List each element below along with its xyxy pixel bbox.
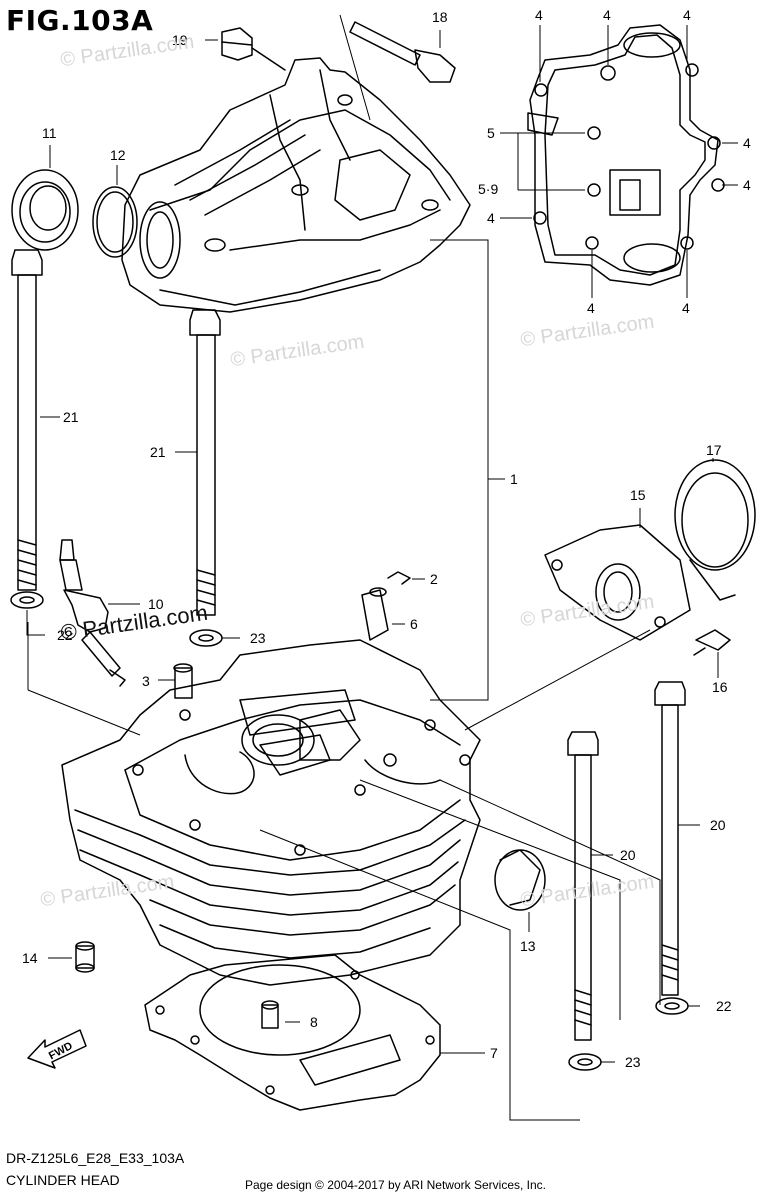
callout-labels: 19 18 11 12 4 4 4 5 5·9 4 4 4 4 4 21 21 … bbox=[22, 7, 751, 1070]
callout-11: 11 bbox=[42, 125, 57, 141]
spark-plug-10 bbox=[59, 539, 126, 687]
callout-3: 3 bbox=[142, 673, 150, 689]
callout-18: 18 bbox=[432, 9, 448, 25]
callout-15: 15 bbox=[630, 487, 646, 503]
callout-6: 6 bbox=[410, 616, 418, 632]
callout-13: 13 bbox=[520, 938, 536, 954]
cap-11-and-oring-12 bbox=[11, 169, 138, 258]
callout-14: 14 bbox=[22, 950, 38, 966]
washer-22-right bbox=[655, 997, 689, 1015]
washer-23-right bbox=[568, 1053, 602, 1071]
clip-2 bbox=[387, 571, 411, 585]
callout-1: 1 bbox=[510, 471, 518, 487]
callout-22b: 22 bbox=[716, 998, 732, 1014]
callout-4e: 4 bbox=[743, 135, 751, 151]
dowel-pin-14 bbox=[75, 941, 95, 973]
head-cover-gasket bbox=[527, 24, 725, 286]
callout-20a: 20 bbox=[710, 817, 726, 833]
cylinder-head-gasket-7 bbox=[144, 954, 441, 1111]
callout-16: 16 bbox=[712, 679, 728, 695]
stud-bolt-21-left bbox=[11, 249, 43, 591]
cylinder-head-cover bbox=[121, 57, 471, 313]
callout-22a: 22 bbox=[57, 627, 73, 643]
figure-title: FIG.103A bbox=[6, 4, 154, 37]
model-code: DR-Z125L6_E28_E33_103A bbox=[6, 1150, 185, 1166]
callout-23a: 23 bbox=[250, 630, 266, 646]
callout-5: 5 bbox=[487, 125, 495, 141]
dowel-pin-3 bbox=[174, 667, 193, 699]
callout-20b: 20 bbox=[620, 847, 636, 863]
dowel-pin-8 bbox=[261, 1000, 279, 1029]
callout-4b: 4 bbox=[603, 7, 611, 23]
bolt-18 bbox=[349, 21, 456, 83]
stud-bolt-20-right bbox=[654, 681, 686, 996]
callout-4g: 4 bbox=[587, 300, 595, 316]
callout-17: 17 bbox=[706, 442, 722, 458]
valve-guide-6 bbox=[361, 589, 389, 641]
callout-10: 10 bbox=[148, 596, 164, 612]
hose-clamp-17 bbox=[674, 459, 756, 601]
cylinder-head bbox=[61, 639, 481, 986]
stud-bolt-20-middle bbox=[567, 731, 599, 1041]
callout-4d: 4 bbox=[487, 210, 495, 226]
intake-pipe-15 bbox=[544, 524, 691, 641]
copyright-notice: Page design © 2004-2017 by ARI Network S… bbox=[245, 1178, 547, 1192]
callout-23b: 23 bbox=[625, 1054, 641, 1070]
callout-4h: 4 bbox=[682, 300, 690, 316]
callout-2: 2 bbox=[430, 571, 438, 587]
callout-12: 12 bbox=[110, 147, 126, 163]
callout-4c: 4 bbox=[683, 7, 691, 23]
washer-23-left bbox=[189, 629, 223, 647]
plug-13 bbox=[494, 849, 546, 911]
washer-22-left bbox=[10, 591, 44, 609]
stud-bolt-21-middle bbox=[189, 309, 221, 616]
callout-8: 8 bbox=[310, 1014, 318, 1030]
callout-19: 19 bbox=[172, 32, 188, 48]
fwd-arrow-icon bbox=[27, 1029, 87, 1069]
callout-21a: 21 bbox=[63, 409, 79, 425]
callout-5-9: 5·9 bbox=[478, 181, 498, 197]
callout-21b: 21 bbox=[150, 444, 166, 460]
callout-4a: 4 bbox=[535, 7, 543, 23]
section-name: CYLINDER HEAD bbox=[6, 1172, 120, 1188]
oil-plug-19 bbox=[221, 27, 286, 71]
callout-7: 7 bbox=[490, 1045, 498, 1061]
callout-4f: 4 bbox=[743, 177, 751, 193]
leader-lines bbox=[26, 14, 738, 1121]
screw-16 bbox=[693, 629, 731, 656]
